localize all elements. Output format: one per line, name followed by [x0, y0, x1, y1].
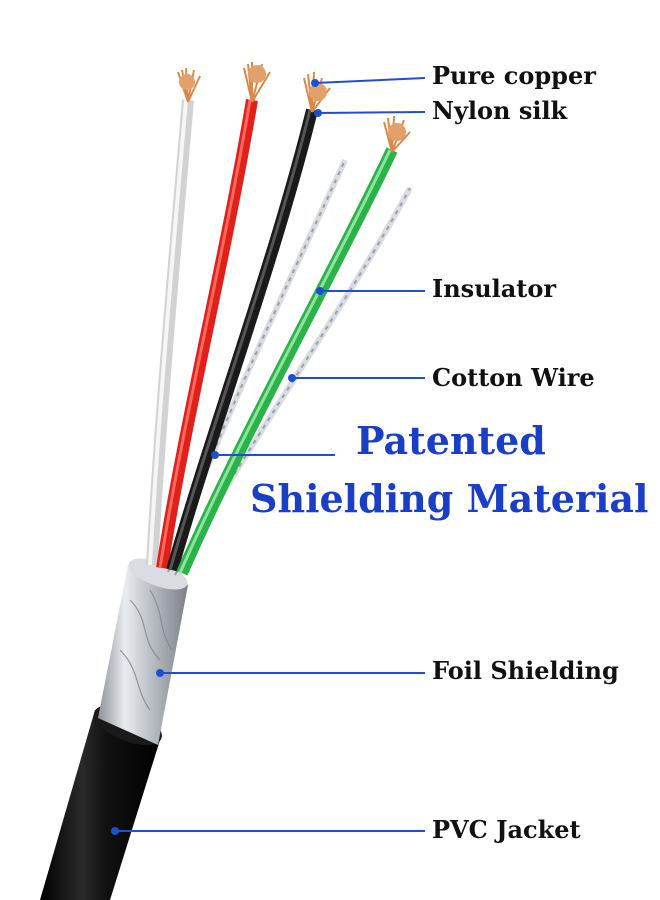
label-pure-copper: Pure copper	[432, 61, 596, 90]
label-pvc-jacket: PVC Jacket	[432, 815, 581, 844]
foil-shielding-end	[128, 558, 188, 590]
copper-tip-blobs	[179, 65, 406, 141]
headline-line2: Shielding Material	[250, 476, 649, 521]
leader-lines	[115, 77, 426, 832]
wire-black-highlight	[168, 109, 312, 571]
headline-line1: Patented	[356, 418, 546, 463]
wire-white-highlight	[148, 99, 188, 566]
foil-shielding-body	[98, 565, 188, 745]
foil-texture	[119, 589, 173, 711]
wire-green-highlight	[178, 149, 392, 574]
wire-red-highlight	[158, 99, 252, 569]
wire-green	[176, 147, 398, 576]
wire-red	[156, 99, 258, 569]
pvc-jacket-body	[40, 710, 160, 900]
copper-tips	[177, 62, 411, 153]
label-insulator: Insulator	[432, 274, 557, 303]
label-cotton-wire: Cotton Wire	[432, 363, 595, 392]
label-nylon-silk: Nylon silk	[432, 96, 568, 125]
wire-black	[166, 108, 318, 572]
label-foil-shielding: Foil Shielding	[432, 656, 619, 685]
leader-dots	[111, 79, 324, 835]
